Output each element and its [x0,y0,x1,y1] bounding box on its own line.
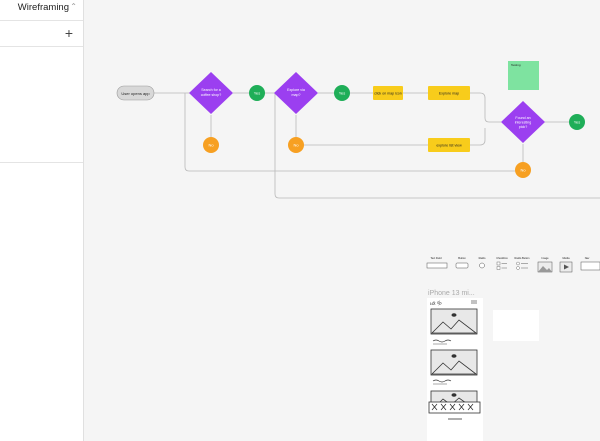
action-click-map-icon-label: click on map icon [374,92,402,96]
yes-label: Yes [574,120,581,125]
radio-label: Radio [479,256,486,260]
frame-title[interactable]: iPhone 13 mi... [428,290,475,297]
nav-sample[interactable] [580,261,600,271]
decision-map[interactable] [274,72,318,114]
start-node-label: User opens app [121,91,150,96]
no-label: No [293,143,299,148]
divider [0,46,83,47]
decision-coffee-line2: coffee shop? [201,93,222,97]
no-node[interactable] [203,137,219,153]
button-sample[interactable] [455,262,469,269]
button-label: Button [458,256,466,260]
play-icon [564,264,569,270]
yes-label: Yes [254,91,261,96]
page-title[interactable]: Wireframing [17,2,69,13]
no-label: No [208,143,214,148]
text-field-sample[interactable] [426,262,448,269]
action-explore-list-label: explore list view [436,144,462,148]
no-label: No [520,168,526,173]
decision-pick-line3: pick? [519,125,527,129]
no-node[interactable] [515,162,531,178]
svg-text:ꞟẍ 🝰: ꞟẍ 🝰 [430,300,442,307]
decision-map-line2: map? [292,93,301,97]
checkbox-sample[interactable] [496,261,501,266]
sticky-note-text: Testing [511,63,521,67]
decision-coffee[interactable] [189,72,233,114]
decision-pick[interactable] [501,101,545,143]
pages-row: + [0,21,83,46]
action-explore-list[interactable] [428,138,470,152]
media-label: Media [562,256,570,260]
image-label: Image [541,256,549,260]
tab-bar [428,401,481,414]
radio-button-sample[interactable] [516,266,520,270]
no-node[interactable] [288,137,304,153]
sticky-note[interactable] [508,61,539,90]
decision-pick-line2: interesting [515,121,532,125]
divider [0,162,83,163]
design-canvas[interactable]: User opens app Search for a coffee shop?… [85,0,600,441]
action-explore-map-label: Explore map [439,92,459,96]
component-library: Text Field Button Radio Checkbox Radio B… [426,256,600,273]
checkbox-label: Checkbox [496,256,508,260]
blank-frame[interactable] [493,310,539,341]
nav-label: Nav [585,256,590,260]
add-page-button[interactable]: + [64,25,73,41]
layers-sidebar: Wireframing ⌃ + [0,0,84,441]
divider [0,20,83,21]
start-node[interactable] [116,85,155,101]
decision-coffee-line1: Search for a [201,88,221,92]
wireframe-content: ꞟẍ 🝰 [428,300,481,420]
decision-map-line1: Explore via [287,88,305,92]
chevron-up-icon[interactable]: ⌃ [70,2,77,11]
radio-button-sample[interactable] [516,261,520,266]
image-placeholder [430,349,478,376]
action-explore-map[interactable] [428,86,470,100]
canvas-svg: User opens app Search for a coffee shop?… [116,61,600,441]
checkbox-sample[interactable] [496,266,501,270]
text-field-label: Text Field [430,256,442,260]
radio-button-label: Radio Button [515,256,531,260]
decision-pick-line1: Found an [515,116,530,120]
yes-node[interactable] [569,114,585,130]
yes-node[interactable] [249,85,265,101]
yes-label: Yes [339,91,346,96]
radio-sample[interactable] [479,262,485,269]
image-placeholder [430,308,478,335]
action-click-map-icon[interactable] [373,86,403,100]
connectors [154,92,600,199]
yes-node[interactable] [334,85,350,101]
sidebar-header: Wireframing ⌃ [0,0,83,16]
